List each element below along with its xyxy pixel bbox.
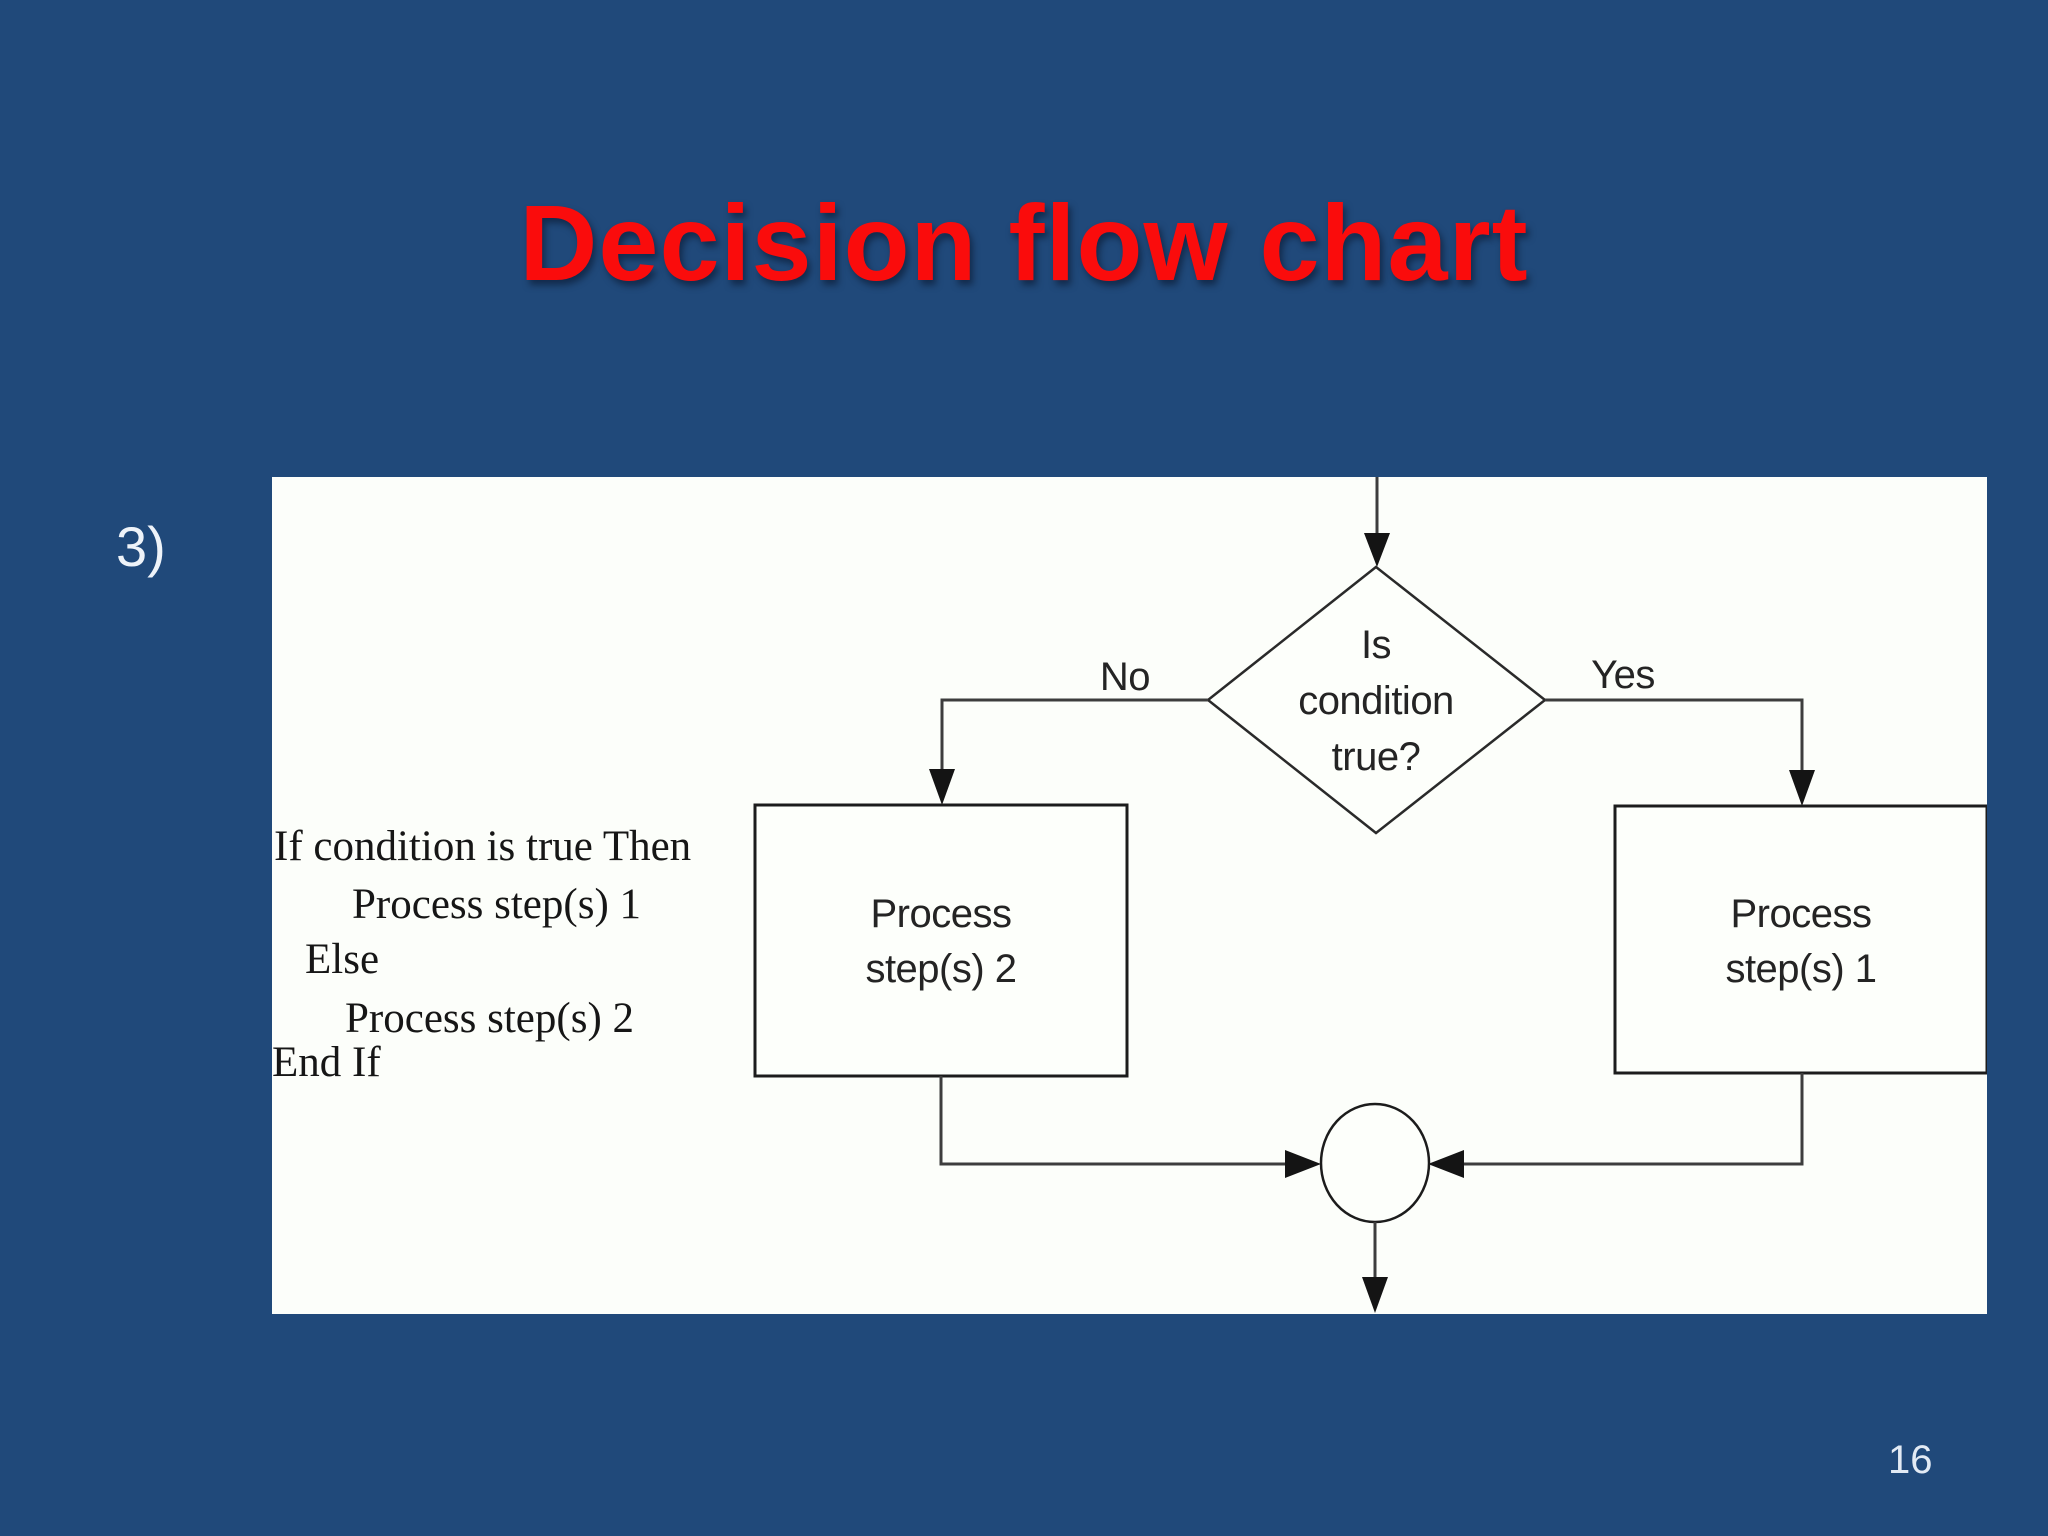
process-step-2-line2: step(s) 2 bbox=[865, 947, 1016, 991]
decision-label-line2: condition bbox=[1298, 679, 1454, 723]
no-branch-label: No bbox=[1100, 655, 1150, 699]
pseudocode-line-2: Process step(s) 1 bbox=[352, 881, 641, 928]
exit-arrow bbox=[1362, 1222, 1388, 1313]
decision-diamond bbox=[1205, 565, 1548, 835]
yes-branch-connector bbox=[1545, 698, 1815, 806]
pseudocode-line-1: If condition is true Then bbox=[274, 823, 691, 870]
process-step-1-label: Process step(s) 1 bbox=[1725, 892, 1877, 991]
flowchart-panel: Is condition true? No Yes Process step(s… bbox=[272, 477, 1987, 1314]
process-step-2-line1: Process bbox=[871, 892, 1012, 936]
pseudocode-line-5: End If bbox=[272, 1039, 381, 1086]
process-step-1-line1: Process bbox=[1731, 892, 1872, 936]
decision-label-line3: true? bbox=[1332, 735, 1421, 779]
merge-connector-left bbox=[939, 1076, 1321, 1178]
merge-connector-right bbox=[1428, 1073, 1804, 1178]
slide-title: Decision flow chart bbox=[519, 182, 1529, 303]
item-number-label: 3) bbox=[116, 515, 166, 578]
decision-label: Is condition true? bbox=[1298, 623, 1454, 779]
process-step-2-label: Process step(s) 2 bbox=[865, 892, 1017, 991]
pseudocode-block: If condition is true Then Process step(s… bbox=[272, 823, 691, 1086]
page-number: 16 bbox=[1888, 1438, 1933, 1482]
entry-arrow bbox=[1364, 477, 1390, 567]
process-step-1-line2: step(s) 1 bbox=[1725, 947, 1876, 991]
process-step-2-box bbox=[753, 803, 1129, 1078]
merge-circle bbox=[1319, 1102, 1431, 1224]
decision-flowchart-diagram: Is condition true? No Yes Process step(s… bbox=[272, 477, 1987, 1313]
pseudocode-line-4: Process step(s) 2 bbox=[345, 995, 634, 1042]
no-branch-connector bbox=[929, 698, 1208, 805]
process-step-1-box bbox=[1613, 804, 1987, 1075]
pseudocode-line-3: Else bbox=[305, 936, 379, 983]
decision-label-line1: Is bbox=[1361, 623, 1391, 667]
yes-branch-label: Yes bbox=[1591, 653, 1655, 697]
